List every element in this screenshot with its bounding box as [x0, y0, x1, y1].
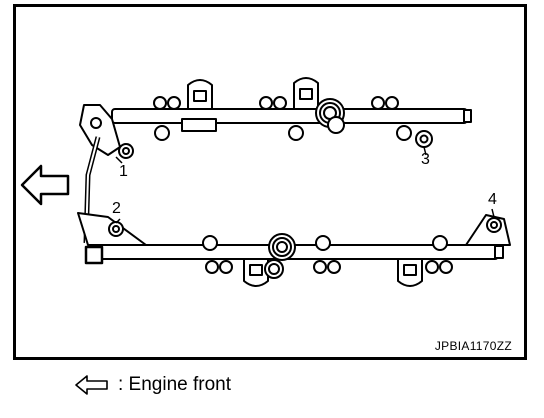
callout-1: 1 — [119, 163, 128, 180]
left-arrow-icon — [75, 375, 108, 395]
figure-code: JPBIA1170ZZ — [434, 339, 512, 353]
fuel-rail-diagram — [20, 77, 511, 287]
front-direction-arrow-icon — [20, 164, 70, 206]
callout-4: 4 — [488, 191, 497, 208]
upper-injector-connector — [181, 79, 217, 132]
callout-2: 2 — [112, 200, 121, 217]
upper-injector-cluster — [315, 98, 345, 134]
diagram-frame: 1 2 3 4 JPBIA1170ZZ — [13, 4, 527, 360]
callout-3: 3 — [421, 151, 430, 168]
lower-injector-connector — [243, 258, 269, 287]
lower-injector-connector — [397, 258, 423, 287]
left-bracket — [79, 104, 134, 159]
bolt-4 — [465, 214, 511, 246]
legend: : Engine front — [74, 370, 231, 400]
bolt-3 — [415, 130, 433, 148]
upper-fuel-rail — [79, 77, 472, 159]
upper-injector-connector — [293, 77, 319, 110]
lower-injector-cluster — [264, 233, 296, 279]
legend-text: : Engine front — [118, 374, 232, 395]
lower-fuel-rail — [77, 212, 511, 287]
bolt-2 — [77, 212, 147, 246]
